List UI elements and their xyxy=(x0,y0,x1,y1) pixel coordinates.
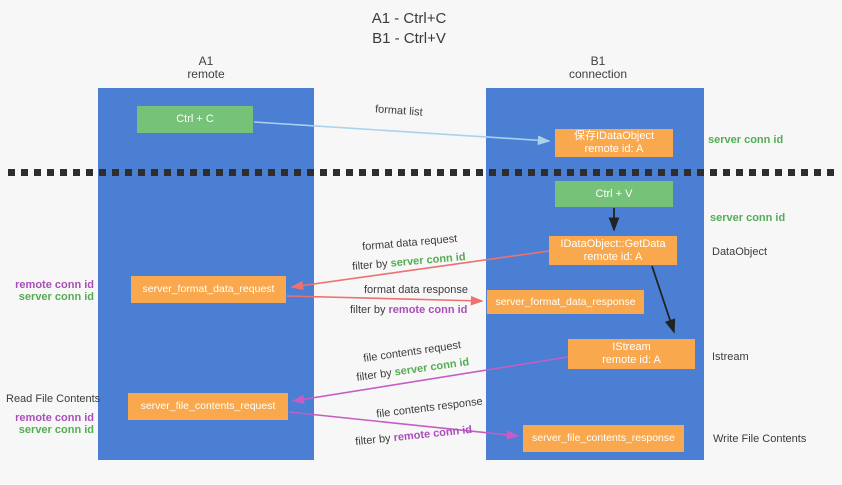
arrow-file-contents-response xyxy=(288,411,520,440)
annotation-server-conn-id-top: server conn id xyxy=(708,134,784,146)
arrow-format-list xyxy=(253,121,551,146)
column-b-name: B1 xyxy=(590,54,606,68)
server-file-contents-request-label: server_file_contents_request xyxy=(140,400,276,412)
annotation-dataobject: DataObject xyxy=(712,246,768,258)
istream-line2: remote id: A xyxy=(602,354,661,366)
getdata-line1: IDataObject::GetData xyxy=(560,237,666,250)
ctrl-v-label: Ctrl + V xyxy=(595,187,633,200)
server-format-data-response-label: server_format_data_response xyxy=(495,295,636,308)
arrow-format-data-response xyxy=(286,295,484,306)
getdata-line2: remote id: A xyxy=(583,250,643,263)
remote-conn-id-text: remote conn id xyxy=(15,279,94,291)
arrow-getdata-to-istream xyxy=(651,265,676,334)
arrow-format-data-request xyxy=(290,250,550,291)
machine-boundary-dotted-line xyxy=(8,169,834,176)
server-conn-id-text: server conn id xyxy=(18,424,94,436)
label-filter-by-remote-conn-id-1: filter by remote conn id xyxy=(350,304,467,316)
annotation-istream: Istream xyxy=(712,351,749,363)
column-a-role: remote xyxy=(187,67,225,81)
annotation-read-file-contents: Read File Contents xyxy=(6,393,101,405)
arrow-file-contents-request xyxy=(291,356,569,404)
box-ctrl-c: Ctrl + C xyxy=(137,106,253,133)
ctrl-c-label: Ctrl + C xyxy=(176,113,214,125)
remote-conn-id-text: remote conn id xyxy=(388,304,468,316)
istream-line1: IStream xyxy=(612,341,651,353)
column-a-header: A1 remote xyxy=(146,55,266,81)
diagram-title: A1 - Ctrl+C B1 - Ctrl+V xyxy=(309,9,509,49)
box-istream: IStream remote id: A xyxy=(568,339,695,369)
column-b-role: connection xyxy=(568,67,628,81)
column-b-header: B1 connection xyxy=(538,55,658,81)
remote-conn-id-text: remote conn id xyxy=(15,412,94,424)
title-line-1: A1 - Ctrl+C xyxy=(371,10,447,27)
box-idataobject-getdata: IDataObject::GetData remote id: A xyxy=(549,236,677,265)
save-idataobject-line1: 保存IDataObject xyxy=(573,130,655,142)
annotation-write-file-contents: Write File Contents xyxy=(713,433,807,445)
server-format-data-request-label: server_format_data_request xyxy=(142,283,275,295)
column-a-name: A1 xyxy=(198,54,214,68)
annotation-conn-ids-file: remote conn id server conn id xyxy=(0,412,94,436)
box-save-idataobject: 保存IDataObject remote id: A xyxy=(555,129,673,157)
label-format-data-response: format data response xyxy=(364,284,468,296)
box-server-format-data-request: server_format_data_request xyxy=(131,276,286,303)
server-file-contents-response-label: server_file_contents_response xyxy=(531,432,675,444)
box-server-format-data-response: server_format_data_response xyxy=(487,290,644,314)
annotation-conn-ids-format: remote conn id server conn id xyxy=(0,279,94,303)
save-idataobject-line2: remote id: A xyxy=(584,143,644,155)
filter-by-text: filter by xyxy=(350,304,386,316)
box-ctrl-v: Ctrl + V xyxy=(555,181,673,207)
server-conn-id-text: server conn id xyxy=(18,291,94,303)
box-server-file-contents-response: server_file_contents_response xyxy=(523,425,684,452)
annotation-server-conn-id-mid: server conn id xyxy=(710,212,786,224)
box-server-file-contents-request: server_file_contents_request xyxy=(128,393,288,420)
title-line-2: B1 - Ctrl+V xyxy=(372,30,446,47)
